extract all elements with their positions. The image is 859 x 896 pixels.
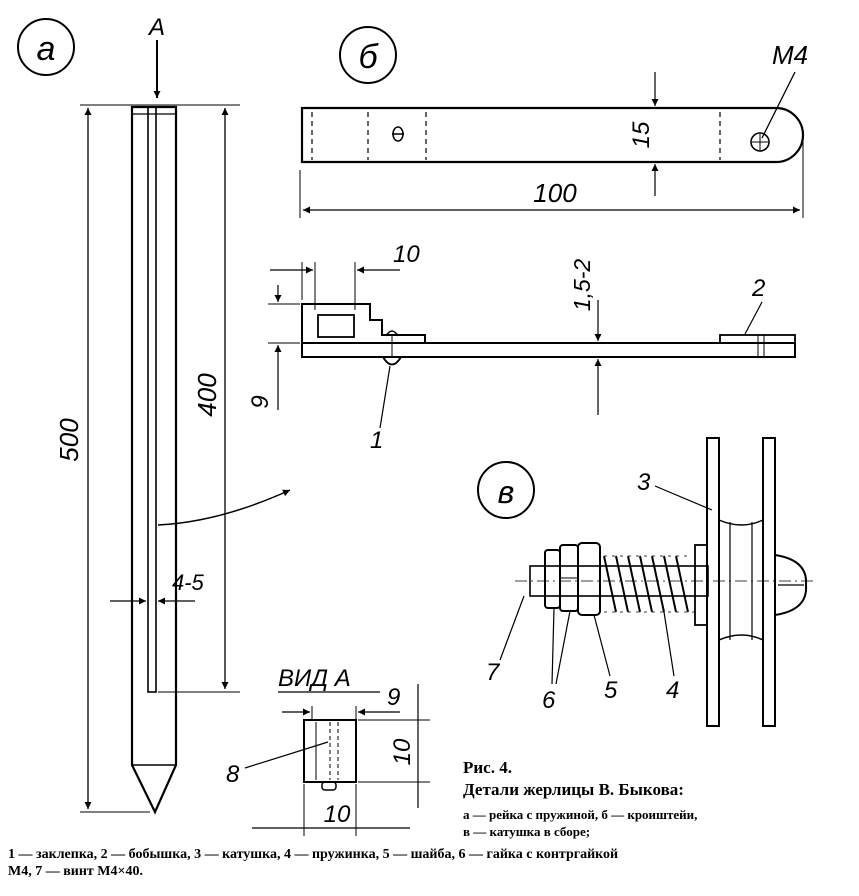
part-8-label: 8 [226,761,240,788]
panel-a-letter: а [37,30,56,68]
dim-500-text: 500 [54,418,84,462]
part-4-leader [663,611,675,677]
part-legend-line-1: 1 — заклепка, 2 — бобышка, 3 — катушка, … [8,847,619,862]
part-5-label: 5 [604,677,618,704]
part-2-label: 2 [751,275,765,302]
panel-a-circle [17,18,75,76]
screw-head [774,553,808,617]
bracket-top-outline [300,106,805,164]
part-legend-line-2: М4, 7 — винт М4×40. [8,864,143,879]
panel-legend-line-2: в — катушка в сборе; [463,824,591,839]
view-arrow-label: А [147,14,165,41]
bracket-plate-side [301,342,796,358]
figure-subtitle: Детали жерлицы В. Быкова: [463,780,684,799]
figure-panel-legend: а — рейка с пружиной, б — кроиштейи, в —… [463,806,697,840]
dim-10-text: 10 [393,241,420,268]
panel-b-letter: б [358,38,379,76]
part-7-label: 7 [486,659,501,686]
panel-v-reel: в 3 7 6 5 4 [477,437,815,727]
part-2-leader [744,301,763,335]
dim-9-text: 9 [247,395,274,408]
reel-disc-right [762,437,776,727]
part-3-leader [654,485,713,511]
figure-part-legend: 1 — заклепка, 2 — бобышка, 3 — катушка, … [8,846,858,880]
view-a-dim10h-text: 10 [324,801,351,828]
panel-b-bracket: б М4 15 100 [247,26,808,454]
view-a-dim10v-text: 10 [389,738,416,765]
part-1-label: 1 [370,427,383,454]
panel-v-letter: в [498,474,515,510]
rail-slot [147,106,157,693]
rivet-head [382,356,402,366]
m4-leader [761,71,796,139]
nut-2 [544,549,561,609]
m4-label: М4 [772,40,808,70]
spring [603,555,695,613]
part-3-label: 3 [637,469,651,496]
panel-b-circle [339,26,397,84]
view-a-dim9-text: 9 [387,684,400,711]
washer [577,542,601,616]
part-6-leader-1 [551,607,555,685]
part-8-leader [244,741,329,769]
part-7-leader [499,595,525,661]
panel-v-circle [477,461,535,519]
dim-thick-text: 1,5-2 [569,259,595,312]
dim-4-5-text: 4-5 [172,570,205,595]
panel-a-rail: а А 500 400 4-5 [17,14,291,815]
part-5-leader [593,614,611,677]
m4-hole [750,132,770,152]
dim-100-text: 100 [533,178,577,208]
reel-hub [718,519,764,641]
rivet-top [385,330,399,337]
part-6-leader-2 [555,610,571,685]
boss-frame [301,303,426,344]
panel-legend-line-1: а — рейка с пружиной, б — кроиштейи, [463,807,698,822]
washer-right [694,544,708,626]
part-6-label: 6 [542,687,556,714]
view-a: ВИД А 9 10 10 8 [226,665,430,836]
view-a-title: ВИД А [278,665,351,692]
view-a-rivet [321,781,337,791]
boss-slot [317,314,355,338]
figure-title: Рис. 4. [463,758,512,777]
rail-pointer-arrow [157,489,291,526]
part-1-leader [379,365,391,429]
rail-outline [130,105,178,815]
part-4-label: 4 [666,677,679,704]
dim-15-text: 15 [628,121,655,148]
dim-400-text: 400 [192,373,222,417]
